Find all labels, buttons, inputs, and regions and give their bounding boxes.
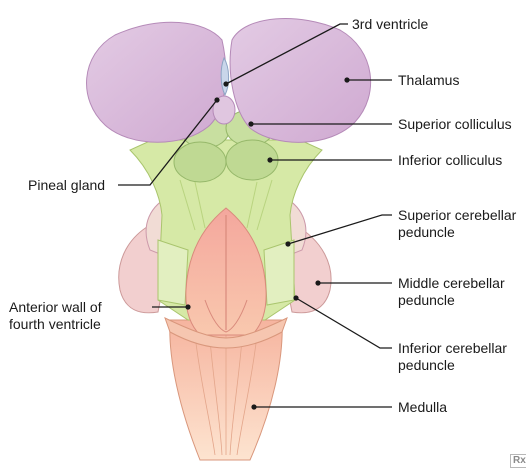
label-line: peduncle <box>398 224 516 241</box>
inferior-colliculus-left <box>174 142 226 182</box>
label-superior-colliculus: Superior colliculus <box>398 116 512 133</box>
label-line: peduncle <box>398 357 507 374</box>
label-line: peduncle <box>398 292 505 309</box>
label-superior-cerebellar-peduncle: Superior cerebellar peduncle <box>398 207 516 241</box>
superior-cerebellar-peduncle-left <box>158 240 188 305</box>
label-inferior-colliculus: Inferior colliculus <box>398 152 502 169</box>
label-anterior-wall: Anterior wall of fourth ventricle <box>9 299 102 333</box>
label-inferior-cerebellar-peduncle: Inferior cerebellar peduncle <box>398 340 507 374</box>
label-medulla: Medulla <box>398 399 447 416</box>
label-third-ventricle: 3rd ventricle <box>352 16 428 33</box>
label-thalamus: Thalamus <box>398 72 459 89</box>
superior-cerebellar-peduncle-right <box>264 240 294 305</box>
label-line: Anterior wall of <box>9 299 102 316</box>
thalamus-left <box>87 22 226 142</box>
label-pineal-gland: Pineal gland <box>28 177 105 194</box>
label-middle-cerebellar-peduncle: Middle cerebellar peduncle <box>398 275 505 309</box>
label-line: fourth ventricle <box>9 316 102 333</box>
label-line: Inferior cerebellar <box>398 340 507 357</box>
label-line: Middle cerebellar <box>398 275 505 292</box>
rx-logo: Rx <box>510 454 526 468</box>
label-line: Superior cerebellar <box>398 207 516 224</box>
